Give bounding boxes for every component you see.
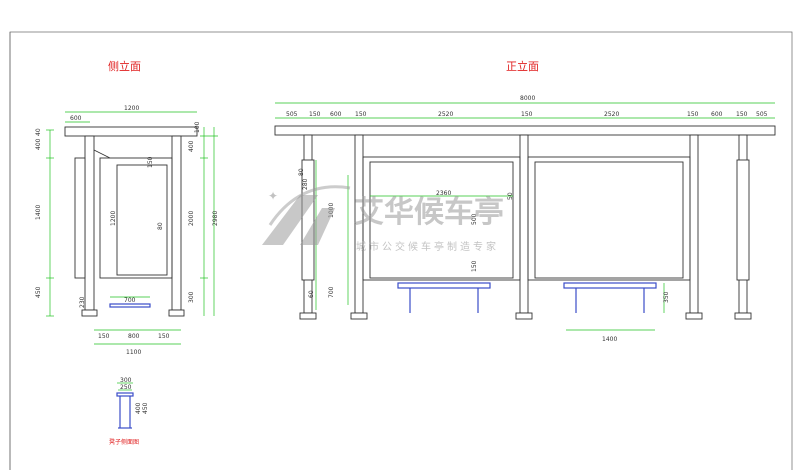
side-base-right — [168, 309, 185, 317]
side-dim-230: 230 — [79, 296, 86, 308]
side-dim-600: 600 — [70, 115, 82, 122]
front-dim-pillar-50: 50 — [507, 192, 514, 200]
side-dim-80: 80 — [157, 222, 164, 230]
side-elevation-title: 侧立面 — [108, 59, 141, 73]
front-bench-right — [563, 282, 657, 313]
side-dim-450: 450 — [35, 286, 42, 298]
front-dim-80: 80 — [298, 168, 305, 176]
bench-dim-300: 300 — [120, 377, 132, 384]
bench-dim-450: 450 — [142, 402, 149, 414]
front-roof — [274, 125, 776, 136]
side-dim-100: 100 — [194, 121, 201, 133]
side-post-left — [84, 135, 95, 311]
front-pillar-3 — [519, 134, 529, 314]
front-dim-seg-600: 600 — [330, 111, 342, 118]
side-dim-40: 40 — [35, 128, 42, 136]
front-dim-2360: 2360 — [436, 190, 451, 197]
side-dim-1100: 1100 — [126, 349, 141, 356]
front-ad-panel-left — [301, 159, 315, 281]
front-base-4 — [685, 312, 703, 320]
front-dim-500: 500 — [471, 213, 478, 225]
front-dim-seg-150: 150 — [687, 111, 699, 118]
side-ad-panel — [74, 157, 86, 279]
front-glass-inner-right — [534, 161, 684, 279]
bench-side-view: 300 250 400 450 凳子侧面图 — [109, 377, 149, 446]
side-dim-800: 800 — [128, 333, 140, 340]
side-roof — [64, 126, 198, 137]
side-elevation: 1200 600 40 400 1400 450 100 400 2000 29… — [35, 105, 219, 356]
front-dim-seg-600: 600 — [711, 111, 723, 118]
side-dim-2000: 2000 — [188, 211, 195, 226]
front-dim-seg-150-center: 150 — [521, 111, 533, 118]
brand-slogan: 城市公交候车亭制造专家 — [356, 240, 499, 253]
side-dim-1200-inner: 1200 — [110, 211, 117, 226]
front-dim-1400: 1400 — [602, 336, 617, 343]
bench-caption: 凳子侧面图 — [109, 438, 139, 446]
side-dim-1400: 1400 — [35, 205, 42, 220]
front-dim-leg-60: 60 — [308, 290, 315, 298]
front-glass-inner-left — [369, 161, 514, 279]
side-post-right — [171, 135, 182, 311]
bench-seat — [116, 392, 134, 397]
bench-dim-250: 250 — [120, 384, 132, 391]
side-bench-seat — [109, 303, 151, 308]
brand-logo-icon: ✦ — [262, 185, 351, 245]
side-base-left — [81, 309, 98, 317]
watermark: ✦ 艾华候车亭 城市公交候车亭制造专家 — [262, 185, 504, 253]
front-ad-panel-right — [736, 159, 750, 281]
front-dim-seg-150: 150 — [736, 111, 748, 118]
side-dim-1200: 1200 — [124, 105, 139, 112]
front-dim-seg-150: 150 — [309, 111, 321, 118]
front-base-2 — [350, 312, 368, 320]
front-dim-seg-505-left: 505 — [286, 111, 298, 118]
front-glass-frame-right — [527, 156, 691, 281]
front-pillar-4 — [689, 134, 699, 314]
front-dim-150: 150 — [471, 260, 478, 272]
svg-text:✦: ✦ — [268, 189, 278, 203]
front-dim-seg-2520-right: 2520 — [604, 111, 619, 118]
front-elevation: 8000 505 150 600 150 2520 150 2520 150 6… — [274, 95, 776, 343]
front-bench-left — [397, 282, 491, 313]
front-dim-8000: 8000 — [520, 95, 535, 102]
side-brace — [93, 149, 111, 159]
side-dim-base-150-left: 150 — [98, 333, 110, 340]
side-dim-base-150-right: 150 — [158, 333, 170, 340]
side-glass-inner — [116, 164, 168, 276]
front-base-1 — [299, 312, 317, 320]
front-dim-seg-2520-left: 2520 — [438, 111, 453, 118]
front-dim-350: 350 — [663, 291, 670, 303]
front-base-5 — [734, 312, 752, 320]
front-glass-frame-left — [362, 156, 521, 281]
side-dim-300: 300 — [188, 291, 195, 303]
side-glass-frame — [99, 157, 173, 279]
side-dim-right-400: 400 — [188, 140, 195, 152]
side-dim-inner-150: 150 — [147, 156, 154, 168]
front-dim-seg-505-right: 505 — [756, 111, 768, 118]
side-dim-bench-700: 700 — [124, 297, 136, 304]
side-dim-left-400: 400 — [35, 138, 42, 150]
front-elevation-title: 正立面 — [506, 59, 539, 73]
brand-name: 艾华候车亭 — [354, 195, 504, 230]
front-dim-leg-700: 700 — [328, 286, 335, 298]
bench-dim-400: 400 — [135, 402, 142, 414]
front-dim-seg-150: 150 — [355, 111, 367, 118]
front-base-3 — [515, 312, 533, 320]
side-dim-2980: 2980 — [212, 211, 219, 226]
front-dim-280: 280 — [302, 178, 309, 190]
